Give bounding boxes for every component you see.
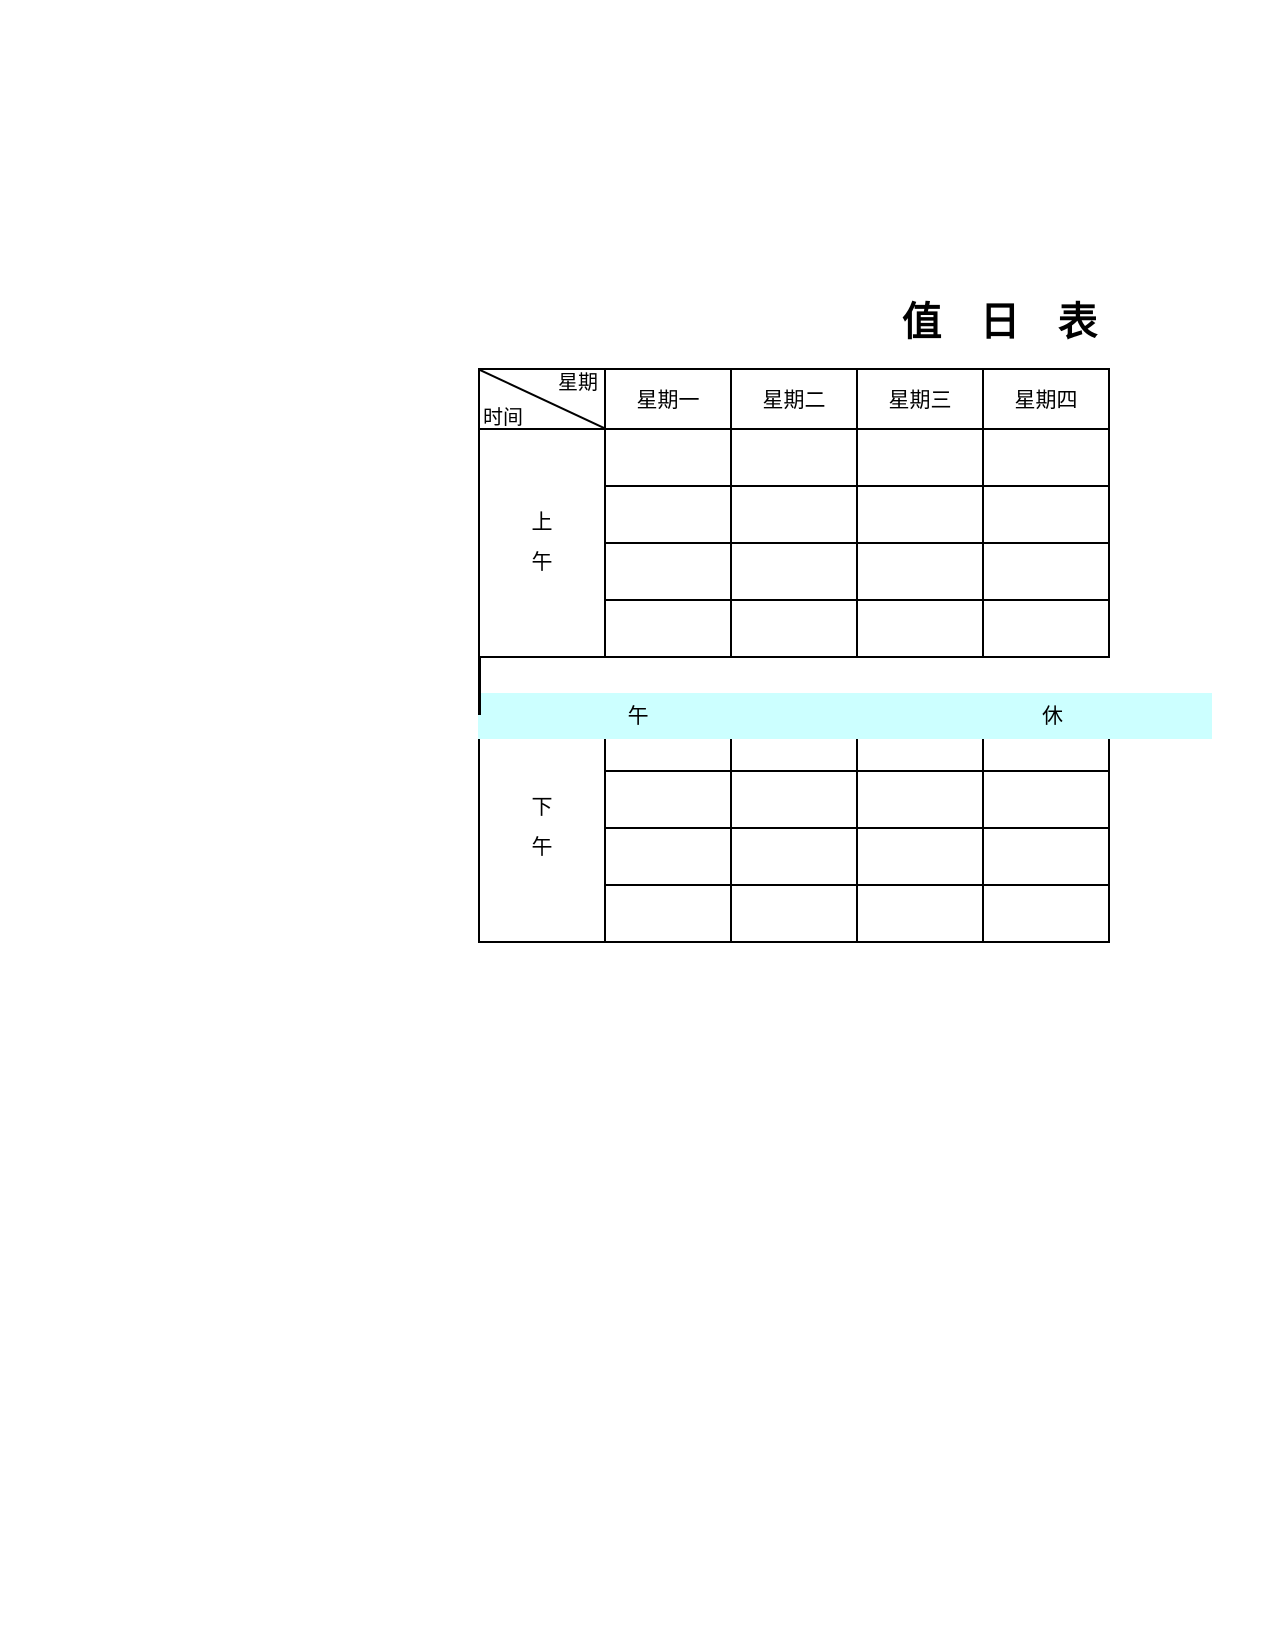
cell-morning-4-monday[interactable] — [604, 599, 732, 658]
row-header-morning: 上 午 — [478, 428, 606, 658]
column-header-tuesday: 星期二 — [730, 368, 858, 430]
cell-afternoon-4-monday[interactable] — [604, 884, 732, 943]
lunch-break-label: 午 休 — [627, 704, 1123, 728]
cell-afternoon-3-tuesday[interactable] — [730, 827, 858, 886]
cell-morning-3-wednesday[interactable] — [856, 542, 984, 601]
duty-roster-table: 星期 时间 星期一 星期二 星期三 星期四 上 午 — [478, 368, 1110, 658]
table-row — [479, 827, 1110, 886]
cell-afternoon-3-thursday[interactable] — [982, 827, 1110, 886]
lunch-break-band: 午 休 — [478, 693, 1212, 739]
cell-morning-3-monday[interactable] — [604, 542, 732, 601]
table-row: 上 午 — [478, 428, 1110, 658]
table-row — [479, 770, 1110, 829]
table-row — [479, 599, 1110, 658]
cell-morning-3-thursday[interactable] — [982, 542, 1110, 601]
row-header-morning-char-1: 上 — [531, 510, 553, 535]
page-title: 值 日 表 — [902, 299, 1110, 345]
row-header-afternoon-char-2: 午 — [531, 835, 553, 859]
table-header-row: 星期 时间 星期一 星期二 星期三 星期四 — [478, 368, 1110, 430]
corner-row-label: 时间 — [483, 405, 523, 429]
cell-morning-4-tuesday[interactable] — [730, 599, 858, 658]
cell-morning-1-wednesday[interactable] — [856, 428, 984, 487]
cell-afternoon-3-monday[interactable] — [604, 827, 732, 886]
cell-morning-2-thursday[interactable] — [982, 485, 1110, 544]
column-header-wednesday: 星期三 — [856, 368, 984, 430]
morning-schedule-table: 星期 时间 星期一 星期二 星期三 星期四 上 午 — [478, 368, 1110, 658]
afternoon-schedule-table: 下 午 — [478, 713, 1110, 943]
cell-morning-1-thursday[interactable] — [982, 428, 1110, 487]
table-left-spine — [478, 658, 481, 715]
cell-morning-1-monday[interactable] — [604, 428, 732, 487]
cell-morning-2-tuesday[interactable] — [730, 485, 858, 544]
cell-afternoon-4-tuesday[interactable] — [730, 884, 858, 943]
table-row — [479, 884, 1110, 943]
cell-morning-2-wednesday[interactable] — [856, 485, 984, 544]
corner-header-cell: 星期 时间 — [478, 368, 606, 430]
cell-afternoon-2-thursday[interactable] — [982, 770, 1110, 829]
cell-morning-4-thursday[interactable] — [982, 599, 1110, 658]
cell-morning-1-tuesday[interactable] — [730, 428, 858, 487]
cell-afternoon-2-monday[interactable] — [604, 770, 732, 829]
column-header-thursday: 星期四 — [982, 368, 1110, 430]
column-header-monday: 星期一 — [604, 368, 732, 430]
row-header-morning-char-2: 午 — [531, 550, 553, 574]
row-header-afternoon-char-1: 下 — [531, 795, 553, 820]
corner-column-label: 星期 — [558, 370, 598, 394]
cell-afternoon-2-wednesday[interactable] — [856, 770, 984, 829]
cell-morning-2-monday[interactable] — [604, 485, 732, 544]
diagonal-divider-icon — [480, 370, 604, 428]
cell-afternoon-3-wednesday[interactable] — [856, 827, 984, 886]
afternoon-schedule-wrapper: 下 午 — [478, 713, 1110, 943]
cell-afternoon-2-tuesday[interactable] — [730, 770, 858, 829]
cell-morning-3-tuesday[interactable] — [730, 542, 858, 601]
row-header-afternoon: 下 午 — [478, 713, 606, 943]
table-row: 下 午 — [478, 713, 1110, 943]
table-row — [479, 485, 1110, 544]
cell-afternoon-4-thursday[interactable] — [982, 884, 1110, 943]
cell-afternoon-4-wednesday[interactable] — [856, 884, 984, 943]
table-row — [479, 542, 1110, 601]
cell-morning-4-wednesday[interactable] — [856, 599, 984, 658]
